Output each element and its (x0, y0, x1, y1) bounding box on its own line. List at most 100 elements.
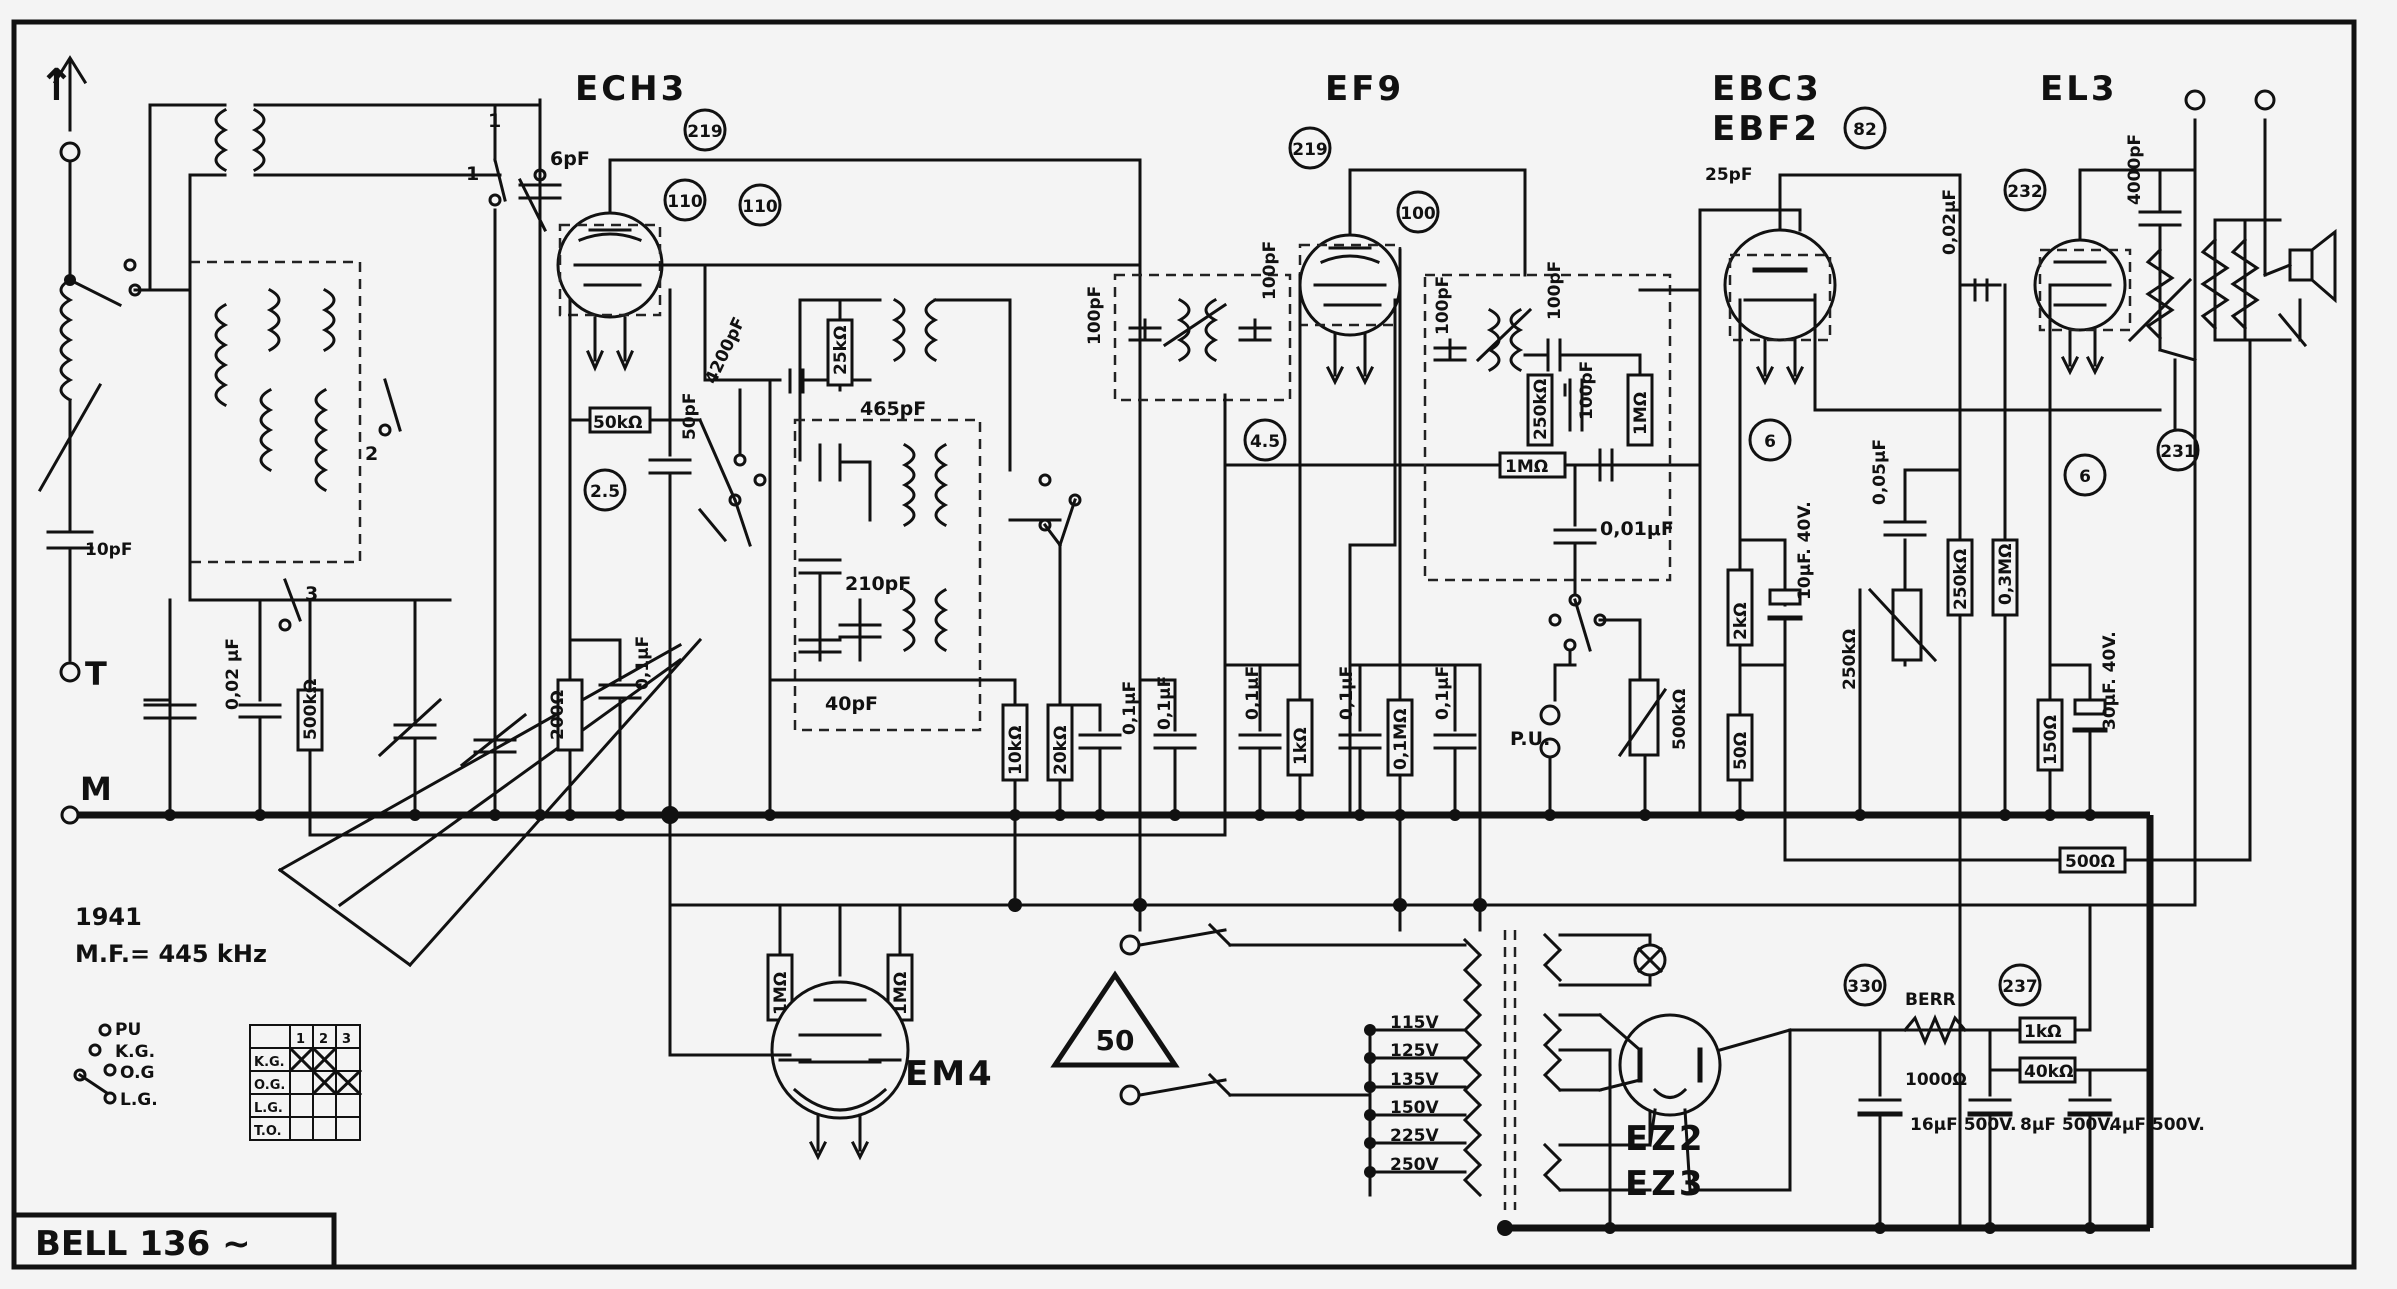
filter-section: BERR 1000Ω 16μF 500V. 8μF 500V. 1kΩ 40kΩ… (1857, 903, 2205, 1230)
r-50-label: 50Ω (1731, 732, 1751, 770)
ref-6-a: 6 (1764, 432, 1776, 452)
wave-switch-1: 1 1 (466, 103, 548, 817)
c-01d-label: 0,1μF (1243, 666, 1263, 720)
switch-number-1b: 1 (466, 163, 479, 185)
c-002-label: 0,02 μF (223, 638, 243, 710)
table-row-kg: K.G. (254, 1055, 285, 1070)
ref-219-b: 219 (1292, 140, 1328, 160)
voltage-135: 135V (1390, 1070, 1439, 1090)
pickup-label: P.U. (1510, 728, 1550, 750)
legend-og: O.G (120, 1063, 155, 1083)
switch-number-2: 2 (365, 443, 378, 465)
tube-ez2-label: EZ2 (1625, 1119, 1706, 1159)
c-4200-label: 4200pF (701, 314, 749, 387)
rf-coil-box (188, 260, 362, 564)
r-1000-label: 1000Ω (1905, 1070, 1967, 1090)
legend-lg: L.G. (120, 1090, 158, 1110)
tube-ez3-label: EZ3 (1625, 1164, 1706, 1204)
c-465-label: 465pF (860, 398, 926, 420)
c-01a-label: 0,1μF (633, 636, 653, 690)
ground-nodes (164, 809, 2096, 1234)
c-10pf-label: 10pF (85, 540, 132, 560)
berr-label: BERR (1905, 990, 1956, 1010)
osc-resistors: 10kΩ 20kΩ 0,1μF (1001, 681, 1140, 817)
table-head-1: 1 (296, 1032, 305, 1047)
switch-table: 1 2 3 K.G. O.G. L.G. T.O. (249, 1024, 363, 1141)
sheet-frame (11, 19, 2357, 1270)
ref-6-b: 6 (2079, 467, 2091, 487)
voltage-150: 150V (1390, 1098, 1439, 1118)
c-25pf-label: 25pF (1705, 165, 1752, 185)
r-2k-label: 2kΩ (1731, 602, 1751, 640)
ref-2-5: 2.5 (590, 482, 620, 502)
mf-label: M.F.= 445 kHz (75, 940, 267, 968)
c-6pf-label: 6pF (550, 148, 590, 170)
c-210-label: 210pF (845, 573, 911, 595)
voltage-125: 125V (1390, 1041, 1439, 1061)
el3-cathode: 150Ω 30μF. 40V. (2036, 631, 2120, 817)
r-500k-pot-label: 500kΩ (1670, 689, 1690, 750)
ef9-cathode: 0,1μF 1kΩ 0,1μF 0,1MΩ 0,1μF (1223, 663, 1482, 932)
r-25k-label: 25kΩ (831, 326, 851, 375)
wave-switch-2-3: 2 3 (278, 378, 402, 632)
c-10mf-label: 10μF. 40V. (1795, 501, 1815, 600)
c-50pf-label: 50pF (680, 393, 700, 440)
r-500-label: 500Ω (2065, 852, 2115, 872)
ref-100: 100 (1400, 204, 1436, 224)
r-1m-em-label: 1MΩ (771, 972, 791, 1015)
switch-number-3: 3 (305, 583, 318, 605)
c-100d-label: 100pF (1545, 261, 1565, 320)
r-1k-b-label: 1kΩ (2024, 1022, 2062, 1042)
r-500k-label: 500kΩ (301, 679, 321, 740)
tube-ebc3: EBC3 EBF2 25pF (1705, 69, 1837, 386)
wave-legend: PU K.G. O.G L.G. (73, 1020, 158, 1110)
table-head-3: 3 (342, 1032, 351, 1047)
detector-network: 1MΩ 0,01μF 500kΩ P.U. (1498, 448, 1690, 817)
capacitor-6pf: 6pF (518, 98, 590, 200)
if-transformer-1: 100pF 100pF (1085, 241, 1292, 402)
c-01e-label: 0,1μF (1337, 666, 1357, 720)
r-01m-label: 0,1MΩ (1391, 709, 1411, 770)
ech3-network: 50kΩ 200Ω 0,1μF 50pF (548, 288, 702, 1057)
ref-4-5: 4.5 (1250, 432, 1280, 452)
tube-el3-label: EL3 (2040, 69, 2118, 109)
voltage-225: 225V (1390, 1126, 1439, 1146)
c-100a-label: 100pF (1085, 286, 1105, 345)
title-box: BELL 136 ~ (11, 1212, 337, 1270)
r-250k-pot-label: 250kΩ (1840, 629, 1860, 690)
mass-terminal-m: M (80, 770, 112, 808)
legend-kg: K.G. (115, 1042, 155, 1062)
tube-ef9: EF9 (1298, 69, 1402, 386)
ground-terminal-t: T (85, 655, 107, 693)
tube-em4-label: EM4 (905, 1054, 995, 1094)
ref-330: 330 (1847, 977, 1883, 997)
ref-232: 232 (2007, 182, 2043, 202)
tube-ech3: ECH3 (556, 69, 684, 372)
resistor-500: 500Ω (2058, 846, 2252, 874)
ref-82: 82 (1853, 120, 1877, 140)
c-002-b-label: 0,02μF (1940, 189, 1960, 255)
r-10k-label: 10kΩ (1006, 726, 1026, 775)
antenna-section (37, 55, 192, 683)
tube-ez2: EZ2 EZ3 (1597, 1012, 1882, 1204)
c-001-label: 0,01μF (1600, 518, 1674, 540)
table-row-to: T.O. (254, 1124, 282, 1139)
r-200-label: 200Ω (548, 690, 568, 740)
r-250k-b-label: 250kΩ (1951, 549, 1971, 610)
table-row-og: O.G. (254, 1078, 285, 1093)
r-1k-label: 1kΩ (1291, 727, 1311, 765)
c-40-label: 40pF (825, 693, 878, 715)
output-stage: 4000pF (2078, 89, 2337, 907)
switch-number-1a: 1 (488, 110, 501, 132)
ref-237: 237 (2002, 977, 2038, 997)
table-head-2: 2 (319, 1032, 328, 1047)
r-150-label: 150Ω (2041, 715, 2061, 765)
r-250k-label: 250kΩ (1531, 379, 1551, 440)
ref-110-a: 110 (667, 192, 703, 212)
r-1m-b-label: 1MΩ (1505, 457, 1548, 477)
antenna-terminal-icon: ↑ (38, 60, 75, 111)
c-30mf-label: 30μF. 40V. (2100, 631, 2120, 730)
ref-110-b: 110 (742, 197, 778, 217)
c-01f-label: 0,1μF (1433, 666, 1453, 720)
